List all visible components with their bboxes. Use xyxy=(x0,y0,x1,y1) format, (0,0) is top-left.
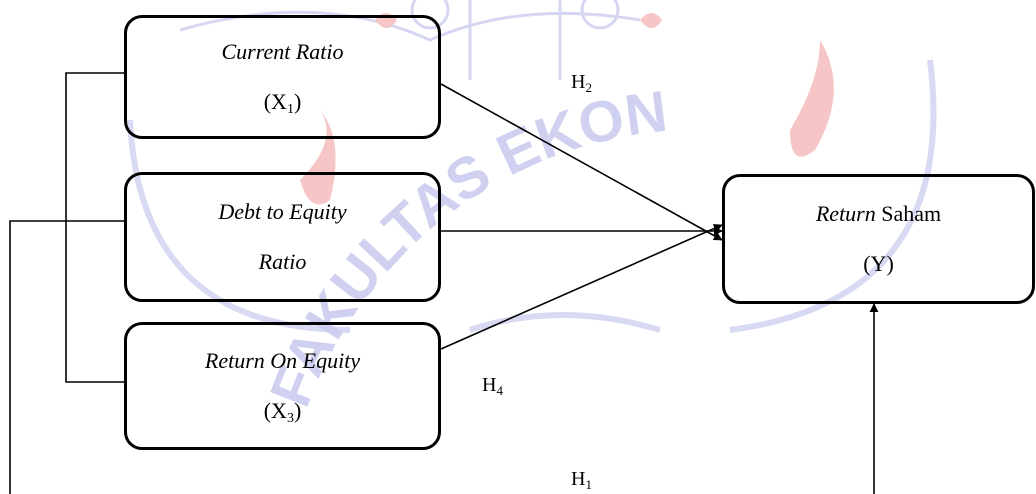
box-x1-name: Current Ratio xyxy=(221,39,344,64)
connector-x2-to-y-bottom xyxy=(9,220,124,494)
box-x2-name-line2: Ratio xyxy=(258,249,307,274)
watermark-flame xyxy=(300,13,834,205)
arrow-x1-to-y xyxy=(440,83,723,241)
box-x2-name-line1: Debt to Equity xyxy=(218,199,347,224)
box-y-code: (Y) xyxy=(863,251,894,276)
box-x3-name: Return On Equity xyxy=(204,348,361,373)
arrow-x3-to-y xyxy=(440,224,723,350)
box-x3-code: (X3) xyxy=(263,398,302,426)
label-h2: H2 xyxy=(571,71,592,95)
box-x1-code: (X1) xyxy=(263,89,302,117)
box-debt-to-equity: Debt to Equity Ratio xyxy=(124,172,441,302)
box-return-on-equity: Return On Equity (X3) xyxy=(124,322,441,450)
watermark-emblem xyxy=(179,0,641,80)
label-h4: H4 xyxy=(482,374,503,398)
box-y-name: Return Saham xyxy=(815,201,942,226)
box-return-saham: Return Saham (Y) xyxy=(722,174,1035,304)
label-h1: H1 xyxy=(571,468,592,492)
bracket-x1-x3 xyxy=(65,72,124,383)
box-current-ratio: Current Ratio (X1) xyxy=(124,15,441,139)
